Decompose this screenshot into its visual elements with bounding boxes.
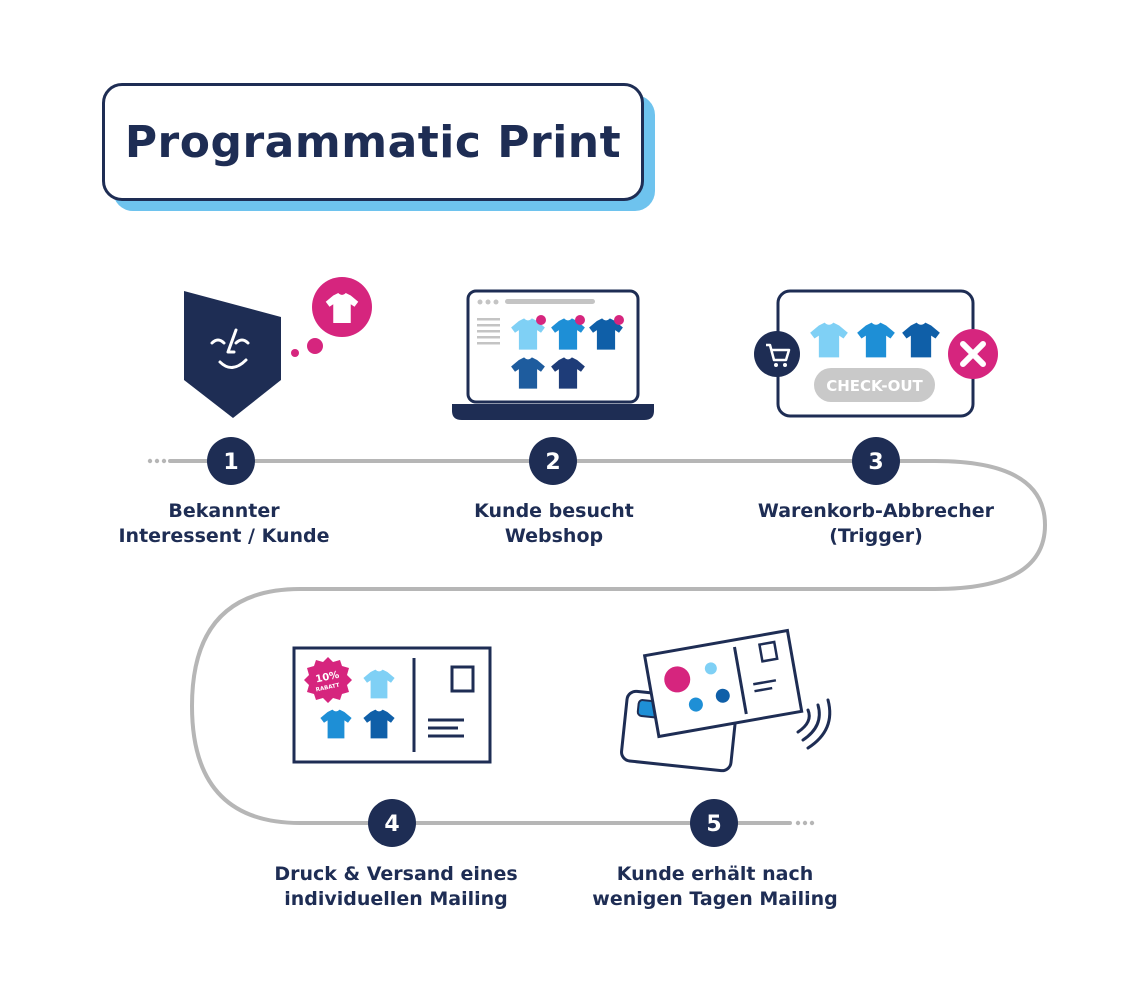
step-label-1: Bekannter Interessent / Kunde [84, 499, 364, 549]
laptop-webshop-icon [452, 289, 654, 420]
svg-text:3: 3 [868, 450, 883, 475]
step-label-3-line-1: Warenkorb-Abbrecher [757, 500, 995, 522]
step-label-3-line-2: (Trigger) [829, 525, 923, 547]
discount-badge-icon: 10% RABATT [304, 657, 352, 703]
flow-path [168, 459, 1048, 825]
step-label-5: Kunde erhält nach wenigen Tagen Mailing [575, 862, 855, 912]
cart-icon [754, 331, 800, 377]
step-label-2: Kunde besucht Webshop [414, 499, 694, 549]
step-label-1-line-2: Interessent / Kunde [118, 525, 330, 547]
svg-text:2: 2 [545, 450, 560, 475]
mailbox-postcard-icon [620, 628, 804, 773]
thought-bubble-shirt-icon [291, 277, 372, 357]
step-label-4: Druck & Versand eines individuellen Mail… [256, 862, 536, 912]
step-number-2: 2 [529, 437, 577, 485]
title-box: Programmatic Print [102, 83, 644, 201]
checkout-label: CHECK-OUT [826, 377, 923, 395]
svg-text:5: 5 [706, 812, 721, 837]
step-label-2-line-2: Webshop [504, 525, 604, 547]
step-number-1: 1 [207, 437, 255, 485]
step-label-4-line-1: Druck & Versand eines [274, 863, 518, 885]
step-label-4-line-2: individuellen Mailing [284, 888, 508, 910]
close-x-icon [948, 329, 998, 379]
step-label-1-line-1: Bekannter [168, 500, 280, 522]
step-label-5-line-2: wenigen Tagen Mailing [592, 888, 838, 910]
step-label-2-line-1: Kunde besucht [474, 500, 634, 522]
face-badge-icon [184, 291, 281, 418]
flow-end-dots [795, 820, 815, 826]
flow-start-dots [147, 458, 167, 464]
svg-text:1: 1 [223, 450, 238, 475]
step-label-5-line-1: Kunde erhält nach [616, 863, 814, 885]
discount-label: RABATT [315, 683, 340, 694]
page-title: Programmatic Print [124, 116, 622, 168]
step-number-3: 3 [852, 437, 900, 485]
discount-percent: 10% [315, 670, 341, 686]
step-number-5: 5 [690, 799, 738, 847]
checkout-window-icon: CHECK-OUT [776, 289, 975, 418]
step-number-4: 4 [368, 799, 416, 847]
signal-waves-icon [796, 698, 832, 750]
step-label-3: Warenkorb-Abbrecher (Trigger) [736, 499, 1016, 549]
svg-text:4: 4 [384, 812, 399, 837]
